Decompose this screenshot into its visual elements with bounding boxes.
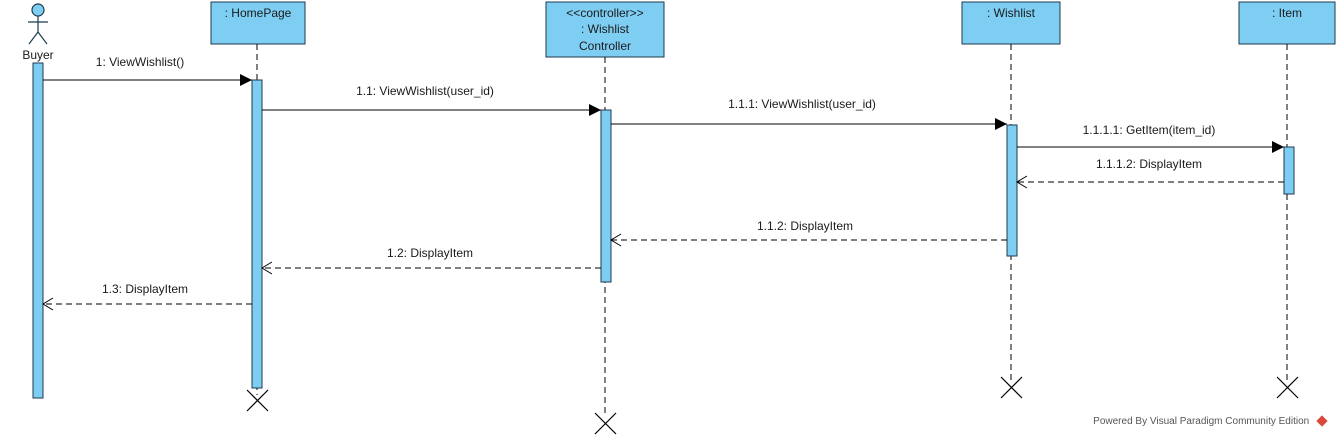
controller-title-line2: Controller xyxy=(579,39,631,53)
controller-destroy-mark xyxy=(594,412,617,435)
wishlist-activation-bar xyxy=(1006,124,1018,257)
return-1-3-label: 1.3: DisplayItem xyxy=(102,282,188,296)
lifeline-controller-header xyxy=(545,1,665,58)
actor-label: Buyer xyxy=(22,48,53,62)
return-1-1-1-2-label: 1.1.1.2: DisplayItem xyxy=(1096,157,1202,171)
return-1-2-arrowhead xyxy=(261,261,273,275)
message-1-1: 1.1: ViewWishlist(user_id) xyxy=(262,84,601,116)
lifeline-homepage-header xyxy=(210,1,306,45)
return-1-3-arrowhead xyxy=(42,297,54,311)
powered-by-edition: Visual Paradigm Community Edition xyxy=(1149,416,1310,427)
wishlist-destroy-mark xyxy=(1000,376,1023,399)
lifeline-wishlist-header xyxy=(961,1,1061,45)
controller-title-line1: : Wishlist xyxy=(581,22,630,36)
return-1-1-2-arrowhead xyxy=(610,233,622,247)
lifeline-homepage-title: : HomePage xyxy=(225,6,292,20)
message-1-label: 1: ViewWishlist() xyxy=(96,55,184,69)
lifeline-homepage: : HomePage xyxy=(210,1,306,412)
item-activation-bar xyxy=(1283,146,1295,195)
message-1-1-1-1: 1.1.1.1: GetItem(item_id) xyxy=(1017,123,1284,153)
buyer-activation-bar xyxy=(32,62,44,399)
visual-paradigm-logo-icon xyxy=(1316,415,1328,428)
message-1-1-1-label: 1.1.1: ViewWishlist(user_id) xyxy=(728,97,876,111)
return-1-1-2-label: 1.1.2: DisplayItem xyxy=(757,219,853,233)
return-1-2: 1.2: DisplayItem xyxy=(261,246,601,275)
return-1-1-1-2: 1.1.1.2: DisplayItem xyxy=(1016,157,1284,189)
return-1-1-1-2-arrowhead xyxy=(1016,175,1028,189)
lifeline-item-title: : Item xyxy=(1272,6,1302,20)
lifeline-item-header xyxy=(1238,1,1336,45)
lifeline-wishlist: : Wishlist xyxy=(961,1,1061,399)
controller-stereotype: <<controller>> xyxy=(566,6,643,20)
lifeline-wishlist-controller: <<controller>> : Wishlist Controller xyxy=(545,1,665,435)
buyer-actor: Buyer xyxy=(22,3,54,399)
powered-by-footer: Powered By Visual Paradigm Community Edi… xyxy=(1093,415,1328,428)
message-1-1-1: 1.1.1: ViewWishlist(user_id) xyxy=(611,97,1007,130)
return-1-2-label: 1.2: DisplayItem xyxy=(387,246,473,260)
controller-activation-bar xyxy=(600,109,612,283)
message-1-1-label: 1.1: ViewWishlist(user_id) xyxy=(356,84,494,98)
message-1-1-1-1-label: 1.1.1.1: GetItem(item_id) xyxy=(1083,123,1216,137)
actor-icon xyxy=(28,3,48,45)
lifeline-item: : Item xyxy=(1238,1,1336,399)
homepage-destroy-mark xyxy=(246,389,269,412)
powered-by-label: Powered By xyxy=(1093,416,1148,427)
return-1-3: 1.3: DisplayItem xyxy=(42,282,252,311)
item-destroy-mark xyxy=(1276,376,1299,399)
return-1-1-2: 1.1.2: DisplayItem xyxy=(610,219,1007,247)
homepage-activation-bar xyxy=(251,79,263,389)
lifeline-wishlist-title: : Wishlist xyxy=(987,6,1036,20)
message-1: 1: ViewWishlist() xyxy=(43,55,252,86)
